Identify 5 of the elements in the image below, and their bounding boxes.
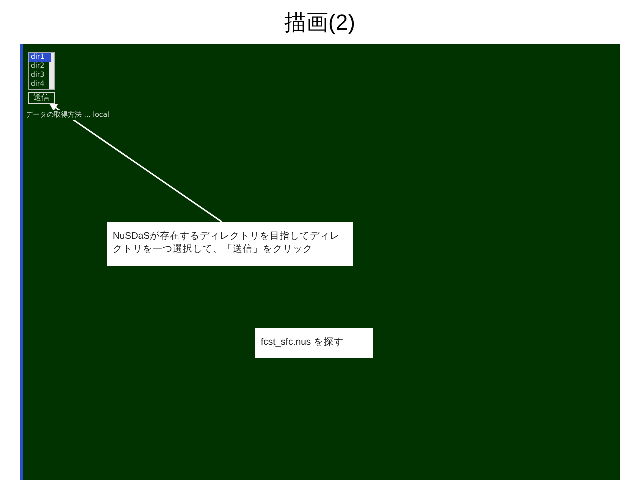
callout-box: NuSDaSが存在するディレクトリを目指してディレクトリを一つ選択して、「送信」をクリック	[107, 222, 353, 266]
arrow	[49, 103, 222, 223]
send-button: 送信	[28, 92, 55, 104]
callout-box: fcst_sfc.nus を探す	[255, 328, 373, 358]
title: 描画(2)	[284, 9, 356, 37]
